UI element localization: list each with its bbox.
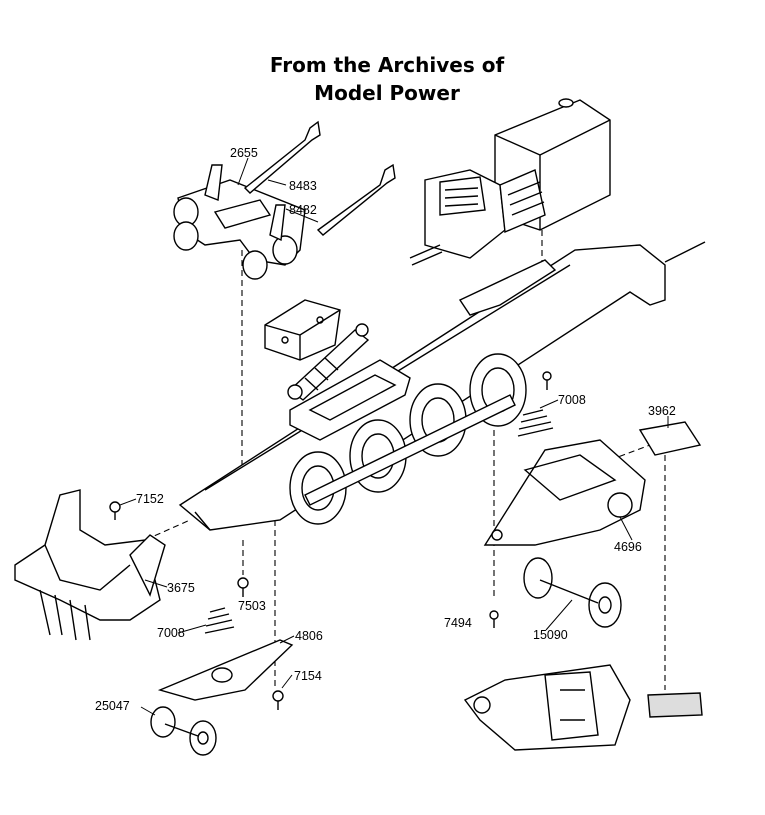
boiler-weight-part <box>173 164 306 280</box>
leader-lines <box>119 157 669 716</box>
wheelset-15090 <box>523 557 622 628</box>
label-3962: 3962 <box>648 404 676 418</box>
screw-7152 <box>109 501 121 520</box>
driving-wheels <box>289 353 527 525</box>
gear-housing-cover <box>264 299 341 361</box>
label-8482: 8482 <box>289 203 317 217</box>
screw-7494 <box>489 610 499 628</box>
truck-frame-4806 <box>157 639 294 701</box>
motor-assembly <box>409 98 611 266</box>
screw-7154 <box>272 690 284 710</box>
worm-gear <box>287 323 370 401</box>
gearbox-block <box>289 359 411 441</box>
title-line-1: From the Archives of <box>270 53 505 77</box>
spring-7008-lower <box>204 607 235 634</box>
label-2655: 2655 <box>230 146 258 160</box>
label-7008-upper: 7008 <box>558 393 586 407</box>
pilot-truck-3675 <box>14 489 166 641</box>
wheelset-25047 <box>150 706 217 756</box>
plate-3962 <box>638 421 702 456</box>
spring-7008-upper <box>517 409 554 437</box>
label-4696: 4696 <box>614 540 642 554</box>
assembly-guide-lines <box>99 230 666 690</box>
bottom-plate <box>463 664 703 751</box>
label-7152: 7152 <box>136 492 164 506</box>
label-3675: 3675 <box>167 581 195 595</box>
contact-spring-8482 <box>316 163 396 236</box>
label-7503: 7503 <box>238 599 266 613</box>
contact-spring-8483 <box>243 120 321 194</box>
screw-7503 <box>237 577 249 597</box>
small-screw-frame <box>542 371 552 390</box>
label-8483: 8483 <box>289 179 317 193</box>
label-25047: 25047 <box>95 699 130 713</box>
label-4806: 4806 <box>295 629 323 643</box>
label-15090: 15090 <box>533 628 568 642</box>
label-7494: 7494 <box>444 616 472 630</box>
title-line-2: Model Power <box>314 81 460 105</box>
label-7008-lower: 7008 <box>157 626 185 640</box>
label-7154: 7154 <box>294 669 322 683</box>
